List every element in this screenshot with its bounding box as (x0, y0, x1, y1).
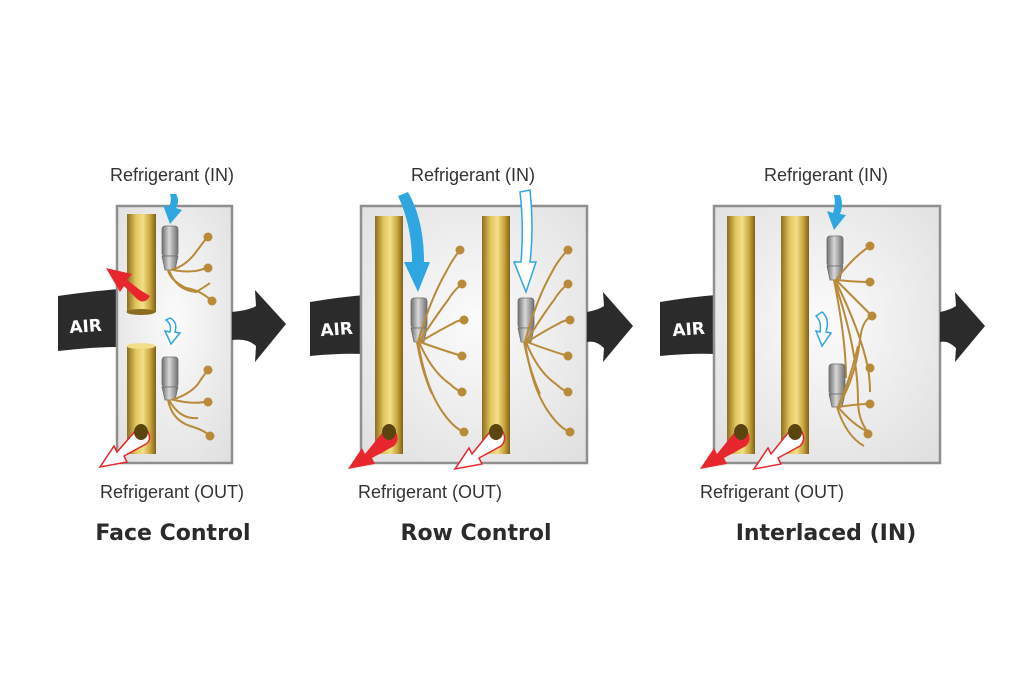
air-out-arrow (587, 292, 633, 362)
air-out-arrow (940, 292, 985, 362)
panel-title: Face Control (95, 521, 250, 546)
air-label: AIR (320, 319, 354, 341)
refrigerant-in-label: Refrigerant (IN) (411, 165, 535, 185)
refrigerant-in-arrow (827, 195, 846, 230)
panel-title: Interlaced (IN) (736, 521, 917, 546)
header-pipe-1 (727, 216, 755, 454)
refrigerant-out-label: Refrigerant (OUT) (100, 482, 244, 502)
refrigerant-in-arrow (163, 194, 182, 224)
refrigerant-out-label: Refrigerant (OUT) (700, 482, 844, 502)
header-pipe-2 (482, 216, 510, 454)
panel-row-control: Refrigerant (IN) AIR (310, 165, 633, 546)
refrigerant-out-label: Refrigerant (OUT) (358, 482, 502, 502)
air-in-arrow (660, 295, 716, 356)
refrigerant-in-label: Refrigerant (IN) (764, 165, 888, 185)
air-label: AIR (672, 319, 706, 341)
refrigerant-in-arrow (398, 192, 430, 292)
header-pipe-1 (375, 216, 403, 454)
refrigerant-in-label: Refrigerant (IN) (110, 165, 234, 185)
air-out-arrow (232, 290, 286, 362)
air-label: AIR (69, 316, 103, 338)
header-pipe-2 (781, 216, 809, 454)
refrigerant-flow-arrow (814, 311, 833, 348)
panel-face-control: Refrigerant (IN) AIR (58, 165, 286, 546)
refrigerant-flow-arrow (163, 317, 182, 346)
hot-gas-arrow (106, 268, 150, 302)
refrigerant-in-arrow-hollow (512, 189, 538, 295)
panel-title: Row Control (401, 521, 552, 546)
air-in-arrow (310, 295, 365, 356)
panel-interlaced: Refrigerant (IN) AIR (660, 165, 985, 546)
